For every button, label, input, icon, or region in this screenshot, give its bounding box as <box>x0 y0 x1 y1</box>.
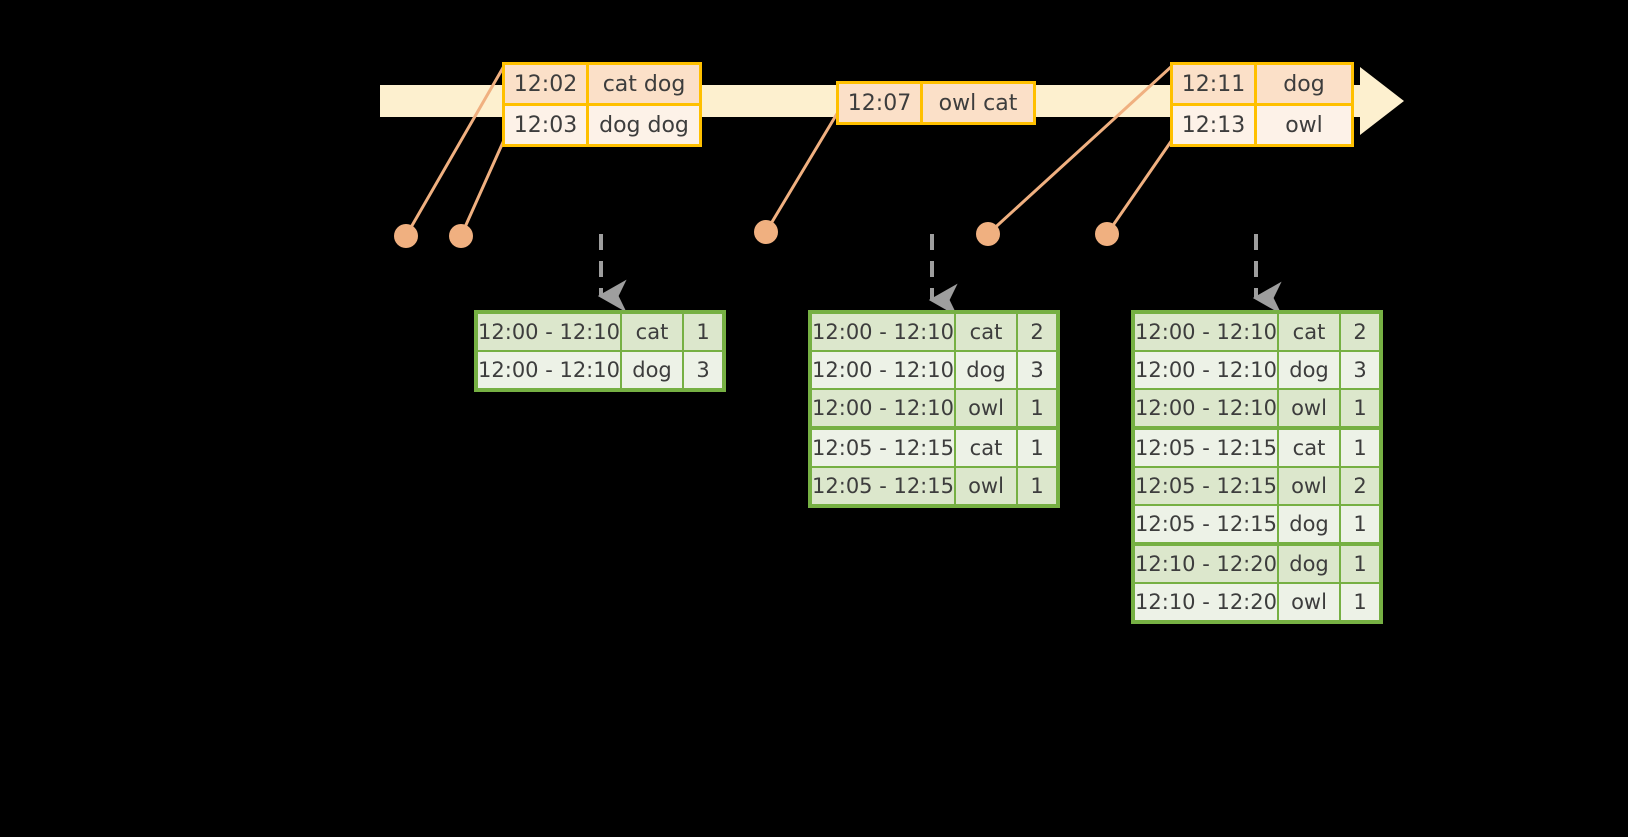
cell-key: owl <box>1279 390 1341 426</box>
event-words: owl <box>1257 106 1351 144</box>
result-table-2[interactable]: 12:00 - 12:10 cat 2 12:00 - 12:10 dog 3 … <box>808 310 1060 508</box>
table-row[interactable]: 12:00 - 12:10 cat 2 <box>812 314 1056 352</box>
event-dot-1207 <box>754 220 778 244</box>
event-words: dog dog <box>589 106 699 144</box>
event-time: 12:02 <box>505 65 589 103</box>
table-row[interactable]: 12:05 - 12:15 dog 1 <box>1135 506 1379 546</box>
cell-window: 12:10 - 12:20 <box>1135 584 1279 620</box>
table-row[interactable]: 12:05 - 12:15 owl 1 <box>812 468 1056 504</box>
event-time: 12:07 <box>839 84 923 122</box>
cell-key: cat <box>956 430 1018 466</box>
table-row[interactable]: 12:05 - 12:15 cat 1 <box>1135 430 1379 468</box>
event-dot-1203 <box>449 224 473 248</box>
event-row[interactable]: 12:03 dog dog <box>505 103 699 144</box>
cell-window: 12:05 - 12:15 <box>1135 468 1279 504</box>
cell-window: 12:05 - 12:15 <box>812 430 956 466</box>
connector-1207 <box>764 110 840 234</box>
cell-count: 2 <box>1341 468 1379 504</box>
emit-arrows <box>597 234 1282 317</box>
event-box-2[interactable]: 12:07 owl cat <box>836 81 1036 125</box>
cell-count: 1 <box>1018 390 1056 426</box>
event-row[interactable]: 12:11 dog <box>1173 65 1351 103</box>
cell-window: 12:00 - 12:10 <box>812 314 956 350</box>
cell-window: 12:00 - 12:10 <box>478 314 622 350</box>
event-row[interactable]: 12:07 owl cat <box>839 84 1033 122</box>
event-words: dog <box>1257 65 1351 103</box>
cell-key: cat <box>1279 430 1341 466</box>
table-row[interactable]: 12:00 - 12:10 cat 2 <box>1135 314 1379 352</box>
event-dot-1211 <box>976 222 1000 246</box>
cell-count: 1 <box>1341 430 1379 466</box>
event-box-3[interactable]: 12:11 dog 12:13 owl <box>1170 62 1354 147</box>
cell-key: dog <box>622 352 684 388</box>
result-table-3[interactable]: 12:00 - 12:10 cat 2 12:00 - 12:10 dog 3 … <box>1131 310 1383 624</box>
cell-window: 12:10 - 12:20 <box>1135 546 1279 582</box>
event-time: 12:03 <box>505 106 589 144</box>
connector-1203 <box>459 138 506 238</box>
cell-count: 1 <box>1018 468 1056 504</box>
event-box-1[interactable]: 12:02 cat dog 12:03 dog dog <box>502 62 702 147</box>
cell-count: 3 <box>684 352 722 388</box>
table-row[interactable]: 12:10 - 12:20 dog 1 <box>1135 546 1379 584</box>
event-dot-1213 <box>1095 222 1119 246</box>
cell-count: 1 <box>1341 390 1379 426</box>
cell-key: dog <box>1279 506 1341 542</box>
table-row[interactable]: 12:00 - 12:10 cat 1 <box>478 314 722 352</box>
cell-key: dog <box>1279 546 1341 582</box>
table-row[interactable]: 12:00 - 12:10 owl 1 <box>812 390 1056 430</box>
table-row[interactable]: 12:10 - 12:20 owl 1 <box>1135 584 1379 620</box>
cell-key: cat <box>1279 314 1341 350</box>
event-time: 12:11 <box>1173 65 1257 103</box>
table-row[interactable]: 12:00 - 12:10 dog 3 <box>478 352 722 388</box>
connector-1213 <box>1105 138 1174 236</box>
event-time: 12:13 <box>1173 106 1257 144</box>
cell-count: 1 <box>1018 430 1056 466</box>
cell-window: 12:05 - 12:15 <box>1135 430 1279 466</box>
cell-count: 3 <box>1341 352 1379 388</box>
cell-count: 3 <box>1018 352 1056 388</box>
event-row[interactable]: 12:13 owl <box>1173 103 1351 144</box>
cell-window: 12:00 - 12:10 <box>1135 390 1279 426</box>
event-words: owl cat <box>923 84 1033 122</box>
cell-window: 12:05 - 12:15 <box>812 468 956 504</box>
table-row[interactable]: 12:00 - 12:10 dog 3 <box>1135 352 1379 390</box>
cell-key: cat <box>622 314 684 350</box>
cell-key: owl <box>956 468 1018 504</box>
cell-count: 1 <box>1341 506 1379 542</box>
table-row[interactable]: 12:05 - 12:15 cat 1 <box>812 430 1056 468</box>
cell-key: dog <box>1279 352 1341 388</box>
cell-window: 12:00 - 12:10 <box>812 390 956 426</box>
result-table-1[interactable]: 12:00 - 12:10 cat 1 12:00 - 12:10 dog 3 <box>474 310 726 392</box>
cell-count: 1 <box>1341 584 1379 620</box>
cell-key: owl <box>956 390 1018 426</box>
cell-count: 1 <box>1341 546 1379 582</box>
table-row[interactable]: 12:00 - 12:10 owl 1 <box>1135 390 1379 430</box>
cell-key: dog <box>956 352 1018 388</box>
cell-key: cat <box>956 314 1018 350</box>
cell-count: 1 <box>684 314 722 350</box>
cell-key: owl <box>1279 584 1341 620</box>
cell-count: 2 <box>1018 314 1056 350</box>
cell-count: 2 <box>1341 314 1379 350</box>
cell-key: owl <box>1279 468 1341 504</box>
table-row[interactable]: 12:00 - 12:10 dog 3 <box>812 352 1056 390</box>
event-words: cat dog <box>589 65 699 103</box>
event-row[interactable]: 12:02 cat dog <box>505 65 699 103</box>
table-row[interactable]: 12:05 - 12:15 owl 2 <box>1135 468 1379 506</box>
cell-window: 12:05 - 12:15 <box>1135 506 1279 542</box>
cell-window: 12:00 - 12:10 <box>812 352 956 388</box>
cell-window: 12:00 - 12:10 <box>478 352 622 388</box>
event-dots <box>394 220 1119 248</box>
connector-1202 <box>404 64 506 238</box>
cell-window: 12:00 - 12:10 <box>1135 352 1279 388</box>
event-dot-1202 <box>394 224 418 248</box>
cell-window: 12:00 - 12:10 <box>1135 314 1279 350</box>
